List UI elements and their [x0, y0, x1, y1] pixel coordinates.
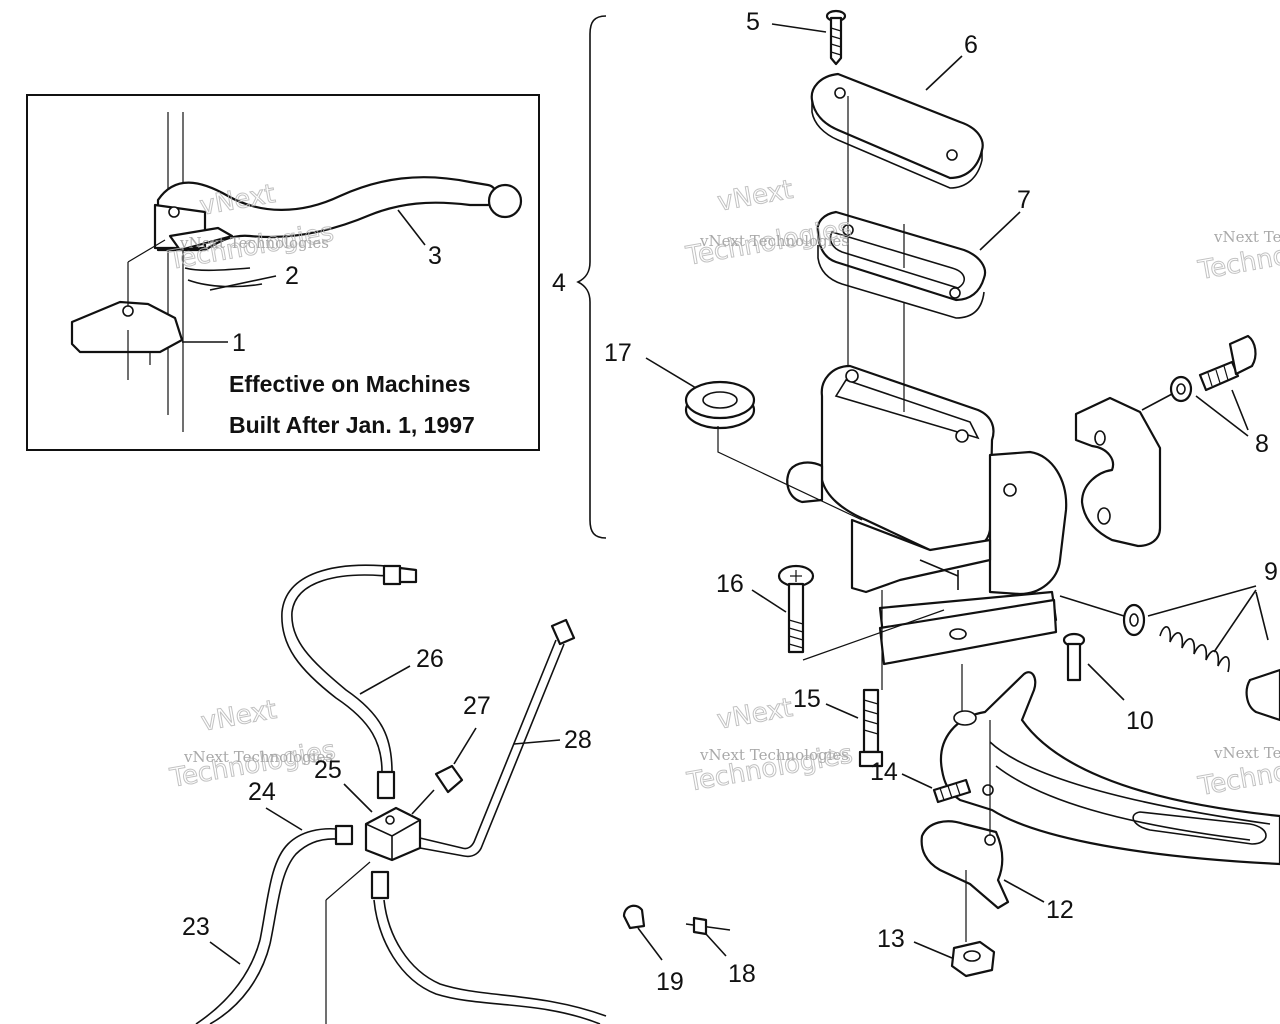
callout-2: 2 [285, 262, 299, 290]
callout-16: 16 [716, 570, 744, 598]
callout-13: 13 [877, 925, 905, 953]
master-cylinder-assembly [645, 9, 1257, 768]
watermark-text: vNext [715, 175, 795, 218]
inset-panel: Effective on Machines Built After Jan. 1… [26, 94, 540, 451]
inset-brake-lever [153, 176, 523, 288]
watermark-text: vNext Technologies [1213, 744, 1280, 762]
callout-18: 18 [728, 960, 756, 988]
watermark-text: vNext Technologies [179, 234, 329, 252]
callout-27: 27 [463, 692, 491, 720]
callout-4: 4 [552, 269, 566, 297]
seal-ring-17 [645, 357, 863, 521]
watermark-text: vNext Technologies [699, 746, 849, 764]
callout-17: 17 [604, 339, 632, 367]
screw-5 [771, 9, 847, 66]
callout-3: 3 [428, 242, 442, 270]
callout-25: 25 [314, 756, 342, 784]
handlebar-clamp-8 [1074, 334, 1257, 548]
callout-19: 19 [656, 968, 684, 996]
callout-10: 10 [1126, 707, 1154, 735]
inset-note-line2: Built After Jan. 1, 1997 [229, 412, 475, 438]
callout-1: 1 [232, 329, 246, 357]
callout-5: 5 [746, 8, 760, 36]
callout-23: 23 [182, 913, 210, 941]
bolt-16 [751, 564, 945, 661]
callout-7: 7 [1017, 186, 1031, 214]
gasket-7 [816, 210, 1021, 319]
callout-26: 26 [416, 645, 444, 673]
callout-24: 24 [248, 778, 276, 806]
assembly-brace [576, 15, 607, 539]
watermark-text: vNext [199, 695, 279, 738]
callout-8: 8 [1255, 430, 1269, 458]
cover-6 [810, 55, 984, 189]
brake-lever-main [901, 632, 1280, 978]
piston-spring-9 [1059, 585, 1280, 722]
inset-note-line1: Effective on Machines [229, 371, 471, 397]
callout-28: 28 [564, 726, 592, 754]
callout-6: 6 [964, 31, 978, 59]
callout-9: 9 [1264, 558, 1278, 586]
callout-15: 15 [793, 685, 821, 713]
brake-lines [195, 564, 731, 1024]
watermark-text: vNext Technologies [183, 748, 333, 766]
callout-12: 12 [1046, 896, 1074, 924]
set-screw-15 [825, 688, 884, 768]
callout-14: 14 [870, 758, 898, 786]
watermark-text: vNext [715, 693, 795, 736]
watermark-text: vNext Technologies [699, 232, 849, 250]
inset-bracket [70, 239, 184, 380]
watermark-text: vNext Technologies [1213, 228, 1280, 246]
callout-labels: 1 2 3 4 5 6 7 8 9 10 12 13 14 15 16 17 1… [182, 8, 1278, 996]
reservoir-body [786, 364, 1068, 666]
